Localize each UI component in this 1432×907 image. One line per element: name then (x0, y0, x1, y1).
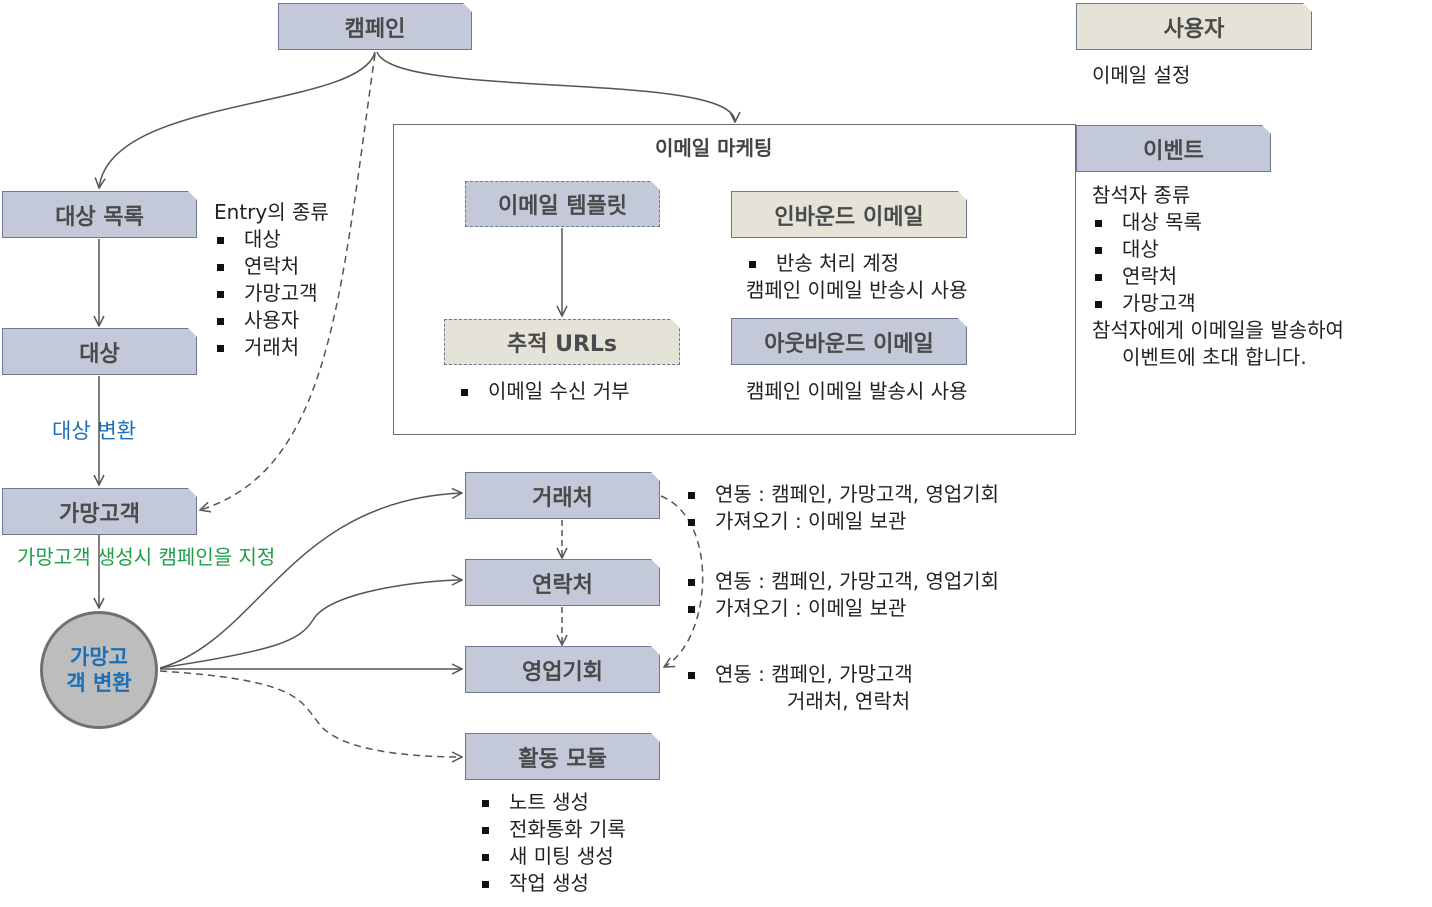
campaign-node[interactable]: 캠페인 (278, 2, 473, 50)
edge-convert-account (159, 493, 462, 669)
edge-account-opportunity (660, 495, 704, 667)
tracked-urls-notes: 이메일 수신 거부 (458, 378, 630, 405)
list-item: 연동 : 캠페인, 가망고객 (685, 661, 913, 688)
list-item: 연락처 (214, 253, 329, 280)
list-item: 연동 : 캠페인, 가망고객, 영업기회 (685, 481, 999, 508)
list-item: 사용자 (214, 307, 329, 334)
activity-module-node[interactable]: 활동 모듈 (465, 732, 661, 780)
target-list-node[interactable]: 대상 목록 (2, 190, 198, 238)
event-attendee-block: 참석자 종류 대상 목록 대상 연락처 가망고객 참석자에게 이메일을 발송하여… (1092, 182, 1344, 371)
edge-campaign-lead (200, 53, 376, 510)
list-item: 이메일 수신 거부 (458, 378, 630, 405)
event-note-line2: 이벤트에 초대 합니다. (1122, 345, 1307, 369)
send-usage-text: 캠페인 이메일 발송시 사용 (746, 379, 968, 403)
list-item: 전화통화 기록 (479, 816, 626, 843)
event-note-line1: 참석자에게 이메일을 발송하여 (1092, 318, 1344, 342)
list-item: 가망고객 (214, 280, 329, 307)
list-item: 가져오기 : 이메일 보관 (685, 595, 999, 622)
attendee-types-title: 참석자 종류 (1092, 183, 1191, 207)
event-node[interactable]: 이벤트 (1076, 124, 1272, 172)
list-item: 거래처 (214, 334, 329, 361)
list-item: 대상 (1092, 236, 1344, 263)
opportunity-notes-cont: 거래처, 연락처 (787, 689, 911, 713)
email-template-node[interactable]: 이메일 템플릿 (465, 180, 661, 227)
opportunity-notes: 연동 : 캠페인, 가망고객 거래처, 연락처 (685, 661, 913, 715)
list-item: 가져오기 : 이메일 보관 (685, 508, 999, 535)
outbound-email-node[interactable]: 아웃바운드 이메일 (731, 317, 968, 365)
attendee-types-list: 대상 목록 대상 연락처 가망고객 (1092, 209, 1344, 317)
edge-convert-contact (159, 580, 462, 669)
contact-node[interactable]: 연락처 (465, 558, 661, 606)
entry-types-title: Entry의 종류 (214, 200, 329, 224)
bounce-usage-text: 캠페인 이메일 반송시 사용 (746, 278, 968, 302)
list-item: 반송 처리 계정 (746, 250, 967, 277)
lead-convert-node[interactable]: 가망고 객 변환 (40, 611, 158, 729)
activity-notes: 노트 생성 전화통화 기록 새 미팅 생성 작업 생성 (479, 789, 626, 897)
list-item: 연동 : 캠페인, 가망고객, 영업기회 (685, 568, 999, 595)
opportunity-node[interactable]: 영업기회 (465, 645, 661, 693)
list-item: 연락처 (1092, 263, 1344, 290)
inbound-email-notes: 반송 처리 계정 캠페인 이메일 반송시 사용 (746, 250, 967, 304)
target-node[interactable]: 대상 (2, 327, 198, 375)
contact-notes: 연동 : 캠페인, 가망고객, 영업기회 가져오기 : 이메일 보관 (685, 568, 999, 622)
user-node[interactable]: 사용자 (1076, 2, 1313, 50)
user-email-setting: 이메일 설정 (1092, 63, 1191, 87)
list-item: 대상 (214, 226, 329, 253)
email-marketing-title: 이메일 마케팅 (655, 136, 773, 160)
account-node[interactable]: 거래처 (465, 471, 661, 519)
edge-convert-activity (159, 670, 462, 757)
lead-campaign-note: 가망고객 생성시 캠페인을 지정 (17, 545, 276, 569)
list-item: 대상 목록 (1092, 209, 1344, 236)
edge-campaign-email-marketing (376, 51, 735, 122)
list-item: 새 미팅 생성 (479, 843, 626, 870)
list-item: 가망고객 (1092, 290, 1344, 317)
tracked-urls-node[interactable]: 추적 URLs (444, 318, 681, 365)
target-convert-label: 대상 변환 (52, 419, 136, 443)
list-item: 작업 생성 (479, 870, 626, 897)
inbound-email-node[interactable]: 인바운드 이메일 (731, 190, 968, 238)
list-item: 노트 생성 (479, 789, 626, 816)
account-notes: 연동 : 캠페인, 가망고객, 영업기회 가져오기 : 이메일 보관 (685, 481, 999, 535)
email-marketing-panel (393, 124, 1076, 435)
entry-types-block: Entry의 종류 대상 연락처 가망고객 사용자 거래처 (214, 199, 329, 361)
entry-types-list: 대상 연락처 가망고객 사용자 거래처 (214, 226, 329, 361)
lead-node[interactable]: 가망고객 (2, 487, 198, 535)
edge-campaign-target-list (99, 51, 376, 188)
